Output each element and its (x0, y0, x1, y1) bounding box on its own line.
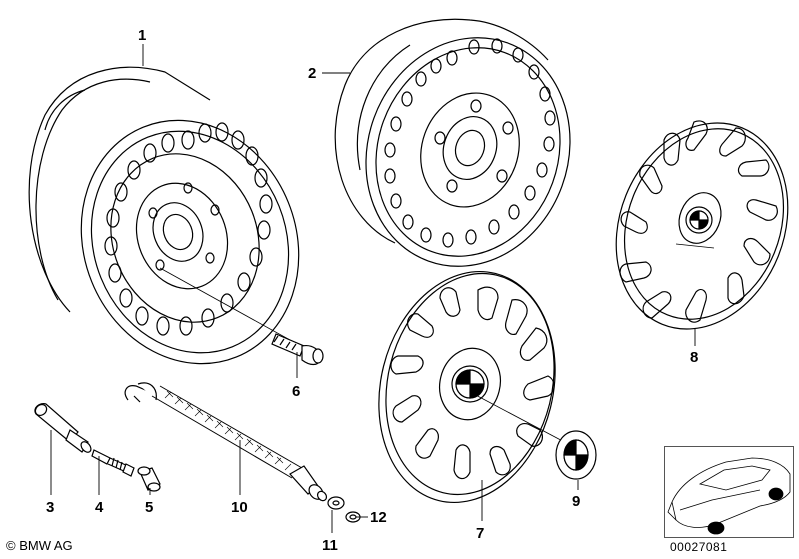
hub-cap-7 (378, 270, 556, 504)
hub-cap-8 (615, 120, 789, 330)
bmw-emblem (469, 391, 597, 480)
callout-6: 6 (292, 383, 301, 400)
callout-4: 4 (95, 499, 104, 516)
car-location-inset (667, 457, 791, 535)
inset-frame (664, 446, 794, 538)
callout-7: 7 (476, 525, 485, 542)
washer (327, 496, 345, 510)
callout-9: 9 (572, 493, 581, 510)
callout-12: 12 (370, 509, 387, 526)
steel-wheel-2 (334, 18, 571, 267)
callout-8: 8 (690, 349, 699, 366)
callout-2: 2 (308, 65, 317, 82)
copyright-label: © BMW AG (6, 538, 73, 553)
callout-1: 1 (138, 27, 147, 44)
callout-3: 3 (46, 499, 55, 516)
document-id: 00027081 (670, 540, 728, 554)
callout-10: 10 (231, 499, 248, 516)
steel-wheel-1 (28, 66, 300, 365)
valve-core (91, 449, 135, 477)
callout-11: 11 (322, 537, 338, 554)
leader-lines (50, 44, 696, 533)
callout-5: 5 (145, 499, 154, 516)
tire-valve (34, 403, 92, 453)
valve-extension (124, 382, 328, 502)
valve-cap (137, 466, 161, 492)
wheel-bolt (159, 267, 324, 366)
